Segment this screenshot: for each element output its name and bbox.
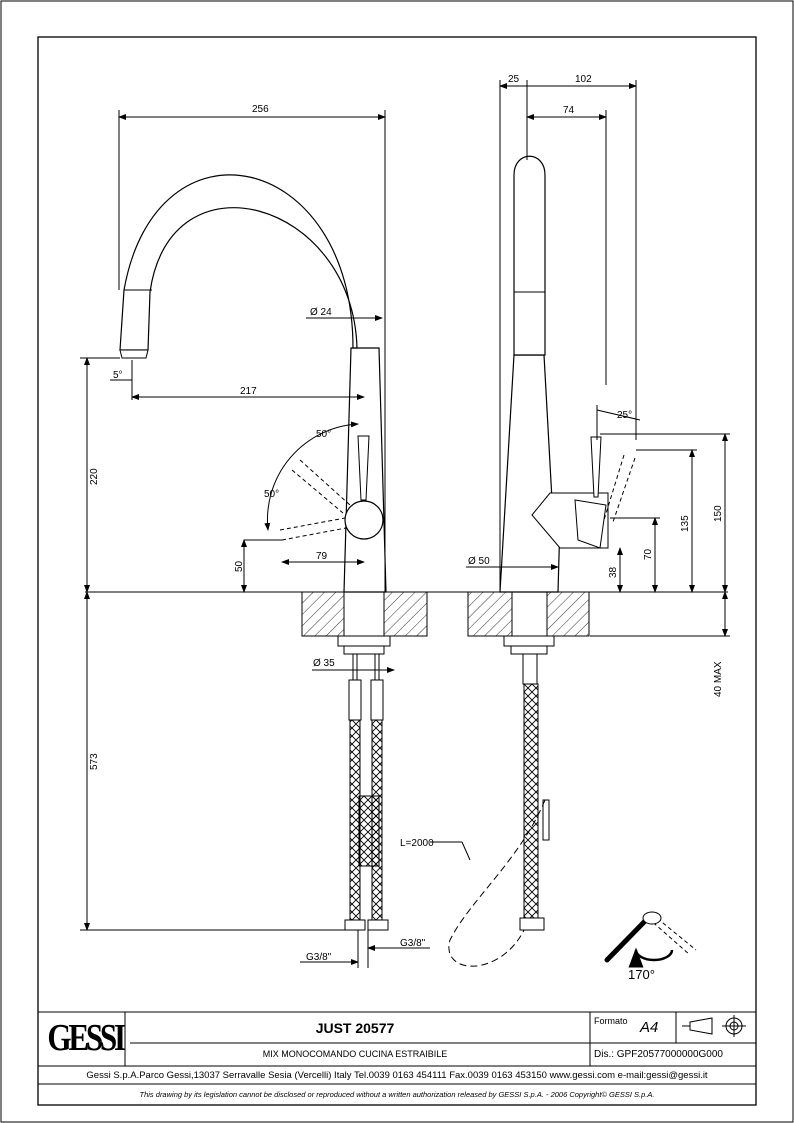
- format-value: A4: [640, 1019, 659, 1036]
- dim-50-degree-top: 50°: [316, 429, 331, 440]
- dim-220: 220: [89, 468, 100, 485]
- dim-50-degree-side: 50°: [264, 489, 279, 500]
- dim-573: 573: [89, 753, 100, 770]
- pull-out-path: [448, 799, 546, 967]
- dim-diameter-50: Ø 50: [468, 556, 490, 567]
- dim-g38-left: G3/8": [306, 952, 332, 963]
- dim-217: 217: [240, 386, 257, 397]
- dim-50: 50: [234, 560, 245, 572]
- dim-diameter-35: Ø 35: [313, 658, 335, 669]
- dim-79: 79: [316, 551, 328, 562]
- gessi-logo: GESSI: [47, 1017, 126, 1059]
- front-spout: [119, 174, 358, 351]
- side-spout: [513, 155, 546, 356]
- drawing-number: Dis.: GPF20577000000G000: [594, 1049, 723, 1060]
- side-view: 25 102 74 25° Ø 50 38 70 135 150 40 MAX …: [400, 74, 730, 967]
- front-shank: [343, 591, 385, 637]
- front-lever-knob: [344, 500, 384, 540]
- drawing-subtitle: MIX MONOCOMANDO CUCINA ESTRAIBILE: [262, 1049, 448, 1059]
- dim-38: 38: [608, 566, 619, 578]
- front-nut: [337, 635, 391, 647]
- dim-70: 70: [643, 548, 654, 560]
- front-view: 256 Ø 24 5° 217 220 50° 50° 50 79 Ø 35 5…: [80, 104, 430, 968]
- rotation-symbol: [604, 911, 697, 968]
- dim-l2000: L=2000: [400, 838, 434, 849]
- dim-5-degree: 5°: [113, 370, 123, 381]
- dim-25-degree: 25°: [617, 410, 632, 421]
- dim-256: 256: [252, 104, 269, 115]
- dim-diameter-24: Ø 24: [310, 307, 332, 318]
- front-counter-hatch-left: [301, 591, 345, 637]
- projection-symbol-icon: [682, 1015, 746, 1037]
- dim-102: 102: [575, 74, 592, 85]
- dim-150: 150: [713, 505, 724, 522]
- side-body: [499, 354, 561, 593]
- drawing-title: JUST 20577: [315, 1020, 395, 1036]
- dim-25: 25: [508, 74, 520, 85]
- title-block: [38, 1011, 756, 1085]
- format-label: Formato: [594, 1016, 628, 1026]
- dim-74: 74: [563, 105, 575, 116]
- side-lever: [590, 436, 602, 498]
- legal-notice: This drawing by its legislation cannot b…: [139, 1090, 655, 1099]
- side-counter-hatch-left: [467, 591, 513, 637]
- company-info: Gessi S.p.A.Parco Gessi,13037 Serravalle…: [86, 1070, 708, 1081]
- front-counter-hatch-right: [383, 591, 428, 637]
- dim-g38-right: G3/8": [400, 938, 426, 949]
- dim-40-max: 40 MAX: [713, 661, 724, 697]
- drawing-frame: [37, 36, 757, 1106]
- rotation-angle-label: 170°: [628, 967, 655, 982]
- side-counter-hatch-right: [546, 591, 590, 637]
- dim-135: 135: [680, 515, 691, 532]
- front-lever: [357, 435, 370, 501]
- side-hose: [523, 683, 539, 919]
